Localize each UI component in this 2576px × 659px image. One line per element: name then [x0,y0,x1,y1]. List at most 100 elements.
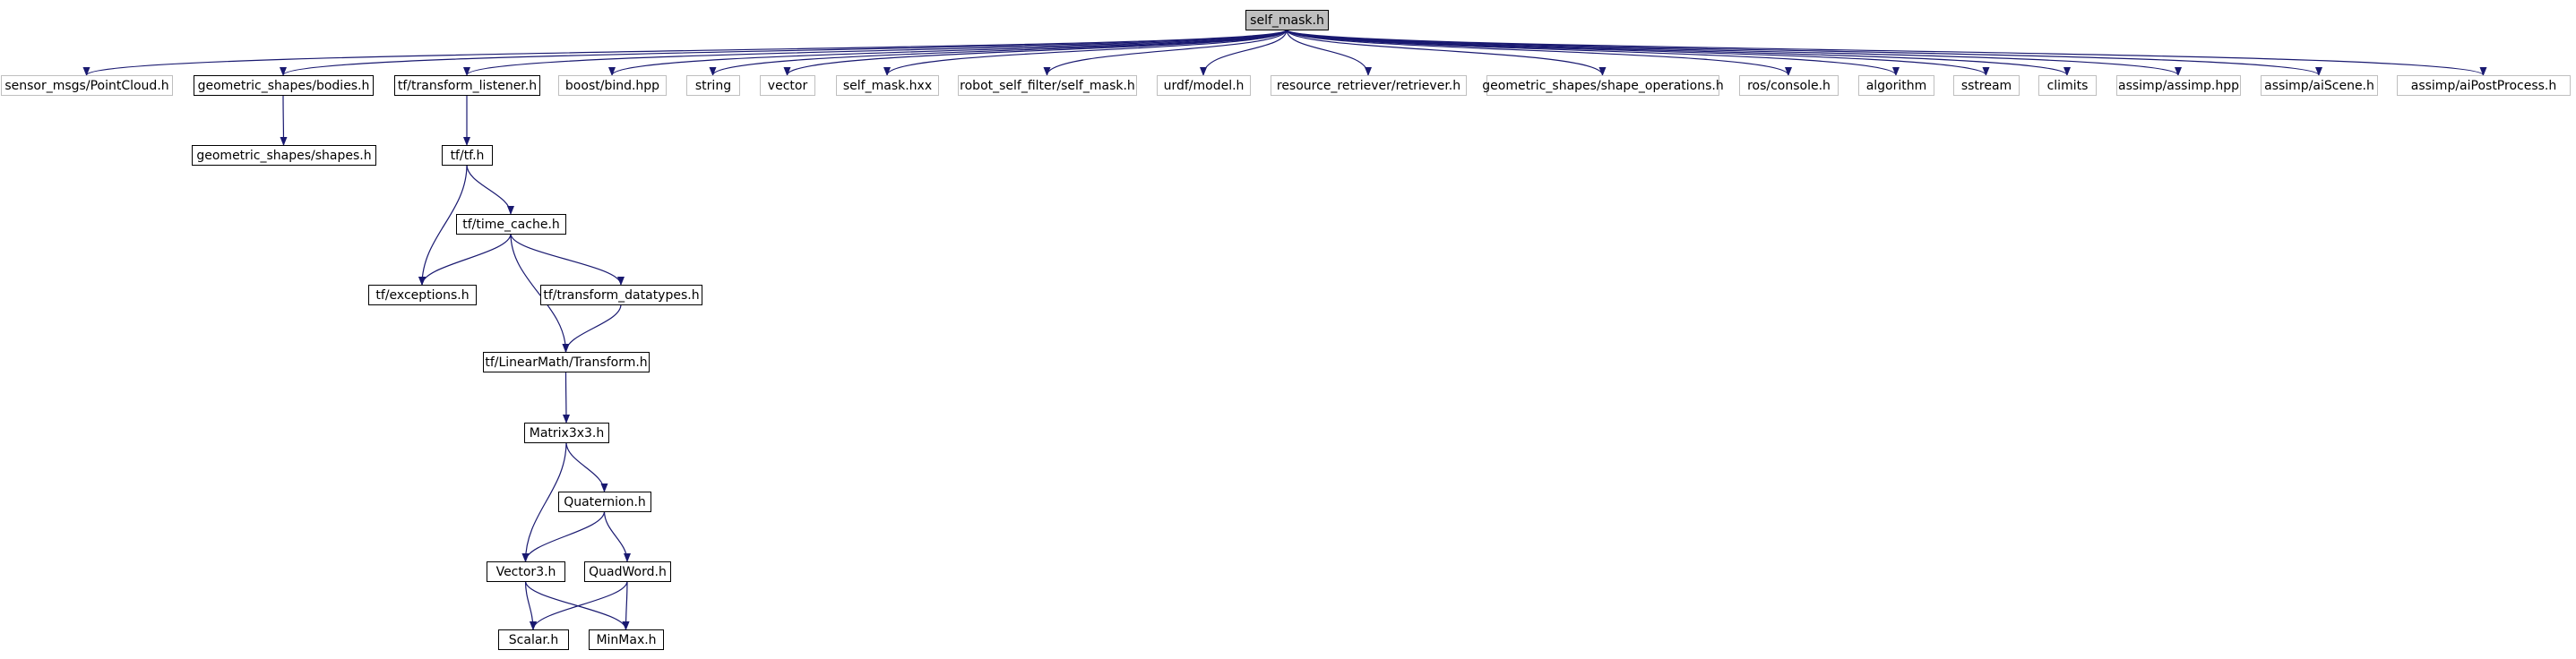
node-box [760,75,815,96]
node-quaternion[interactable]: Quaternion.h [558,492,651,512]
node-box [1245,10,1329,30]
edge-self_mask_h-to-urdf_model [1200,29,1288,76]
node-tf-transform-datatypes[interactable]: tf/transform_datatypes.h [540,285,702,305]
node-label: assimp/aiPostProcess.h [2411,79,2557,93]
edge-self_mask_h-to-assimp_aiscene [1286,29,2322,76]
node-assimp-assimp: assimp/assimp.hpp [2116,75,2241,96]
edge-tf_transform_datatypes-to-tf_linearmath_transform [562,304,622,353]
node-box [2038,75,2097,96]
edges-layer [82,29,2487,630]
node-tf-linearmath-transform[interactable]: tf/LinearMath/Transform.h [483,352,650,372]
node-self-mask-h[interactable]: self_mask.h [1245,10,1329,30]
node-geometric-shapes-bodies[interactable]: geometric_shapes/bodies.h [194,75,374,96]
node-label: tf/LinearMath/Transform.h [485,355,647,370]
node-tf-time-cache[interactable]: tf/time_cache.h [456,214,566,235]
node-box [558,75,667,96]
edge-self_mask_h-to-assimp_assimp [1286,29,2182,76]
node-ros-console: ros/console.h [1739,75,1839,96]
node-resource-retriever: resource_retriever/retriever.h [1271,75,1467,96]
node-label: self_mask.h [1250,13,1324,28]
node-box [958,75,1137,96]
node-box [192,145,376,166]
node-box [2116,75,2241,96]
node-label: sensor_msgs/PointCloud.h [4,79,168,93]
node-geometric-shapes-shapes[interactable]: geometric_shapes/shapes.h [192,145,376,166]
node-box [1,75,173,96]
node-label: Scalar.h [509,633,558,647]
node-tf-tf[interactable]: tf/tf.h [442,145,493,166]
node-label: geometric_shapes/shape_operations.h [1482,79,1724,93]
node-box [524,423,609,443]
node-box [368,285,477,305]
node-label: geometric_shapes/bodies.h [198,79,370,93]
node-scalar[interactable]: Scalar.h [498,629,569,650]
edge-quadword-to-minmax [622,580,630,630]
node-robot-self-filter-self-mask: robot_self_filter/self_mask.h [958,75,1137,96]
edge-self_mask_h-to-self_mask_hxx [883,29,1288,76]
node-box [498,629,569,650]
node-assimp-aiscene: assimp/aiScene.h [2261,75,2378,96]
node-quadword[interactable]: QuadWord.h [584,561,671,582]
node-tf-transform-listener[interactable]: tf/transform_listener.h [394,75,540,96]
edge-tf_time_cache-to-tf_exceptions [418,233,512,286]
node-label: sstream [1961,79,2012,93]
edge-vector3-to-scalar [524,580,537,630]
node-box [194,75,374,96]
node-label: MinMax.h [596,633,656,647]
node-label: vector [768,79,808,93]
edge-self_mask_h-to-robot_self_filter_self_mask [1043,29,1288,76]
edge-self_mask_h-to-climits [1286,29,2071,76]
node-geometric-shapes-shape-operations: geometric_shapes/shape_operations.h [1482,75,1724,96]
node-label: geometric_shapes/shapes.h [196,149,371,163]
node-label: boost/bind.hpp [565,79,659,93]
node-box [558,492,651,512]
node-label: assimp/aiScene.h [2264,79,2374,93]
node-sensor-msgs-pointcloud: sensor_msgs/PointCloud.h [1,75,173,96]
edge-quadword-to-scalar [530,580,628,630]
node-label: resource_retriever/retriever.h [1277,79,1460,93]
node-label: robot_self_filter/self_mask.h [960,79,1135,93]
node-box [487,561,565,582]
node-box [1858,75,1934,96]
edge-quaternion-to-vector3 [521,510,606,562]
node-vector3[interactable]: Vector3.h [487,561,565,582]
edge-self_mask_h-to-ros_console [1286,29,1792,76]
node-matrix3x3[interactable]: Matrix3x3.h [524,423,609,443]
node-label: tf/time_cache.h [462,218,560,232]
node-box [540,285,702,305]
node-box [456,214,566,235]
node-climits: climits [2038,75,2097,96]
node-label: tf/transform_datatypes.h [543,288,699,303]
edge-self_mask_h-to-tf_transform_listener [463,29,1288,76]
node-label: algorithm [1866,79,1927,93]
node-box [394,75,540,96]
node-label: Quaternion.h [564,495,646,509]
node-boost-bind: boost/bind.hpp [558,75,667,96]
node-label: tf/transform_listener.h [398,79,537,93]
node-label: tf/tf.h [451,149,485,163]
edge-matrix3x3-to-quaternion [565,441,608,492]
node-label: self_mask.hxx [843,79,932,93]
node-assimp-aipostprocess: assimp/aiPostProcess.h [2397,75,2571,96]
node-tf-exceptions[interactable]: tf/exceptions.h [368,285,477,305]
edge-vector3-to-minmax [524,580,630,630]
node-label: Vector3.h [496,565,556,579]
node-box [2261,75,2378,96]
edge-tf_tf-to-tf_time_cache [466,164,514,215]
edge-self_mask_h-to-vector [783,29,1288,76]
edge-self_mask_h-to-string [709,29,1288,76]
node-minmax[interactable]: MinMax.h [589,629,664,650]
node-box [1486,75,1719,96]
node-label: string [695,79,731,93]
node-algorithm: algorithm [1858,75,1934,96]
node-label: urdf/model.h [1164,79,1245,93]
node-label: tf/exceptions.h [375,288,469,303]
node-label: climits [2047,79,2089,93]
node-box [483,352,650,372]
edge-self_mask_h-to-algorithm [1286,29,1900,76]
edge-self_mask_h-to-assimp_aipostprocess [1286,29,2487,76]
node-box [442,145,493,166]
node-label: ros/console.h [1747,79,1831,93]
